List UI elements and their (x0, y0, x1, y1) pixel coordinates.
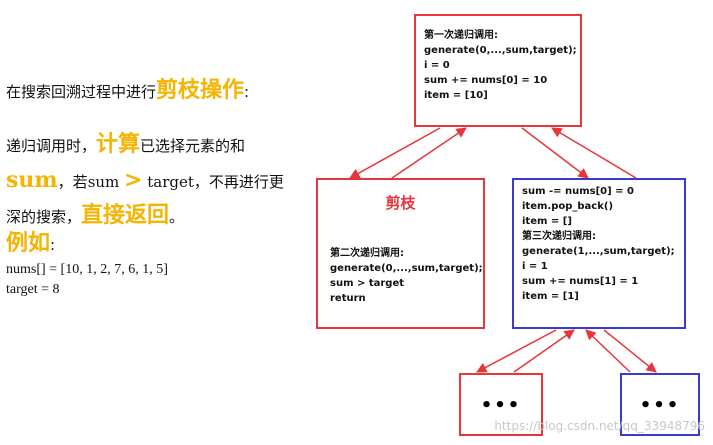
text-period: 。 (169, 208, 185, 226)
first-call-sum: sum += nums[0] = 10 (424, 75, 548, 86)
sum-emphasis: sum (6, 167, 58, 193)
first-call-box: 第一次递归调用: generate(0,...,sum,target); i =… (414, 14, 582, 127)
ellipsis-right: ••• (639, 395, 681, 416)
third-item-empty: item = [] (522, 216, 572, 227)
ellipsis-left: ••• (480, 395, 522, 416)
example-colon: : (50, 236, 56, 254)
text-deeper-search: 深的搜索， (6, 208, 82, 226)
arrow-dots-right-to-right (585, 329, 631, 373)
third-call-generate: generate(1,...,sum,target); (522, 246, 675, 257)
third-sum-minus: sum -= nums[0] = 0 (522, 186, 634, 197)
prune-box: 剪枝 第二次递归调用: generate(0,...,sum,target); … (316, 178, 485, 329)
third-call-sum: sum += nums[1] = 1 (522, 276, 639, 287)
first-call-title: 第一次递归调用: (424, 30, 498, 41)
compute-emphasis: 计算 (96, 132, 141, 157)
second-call-title: 第二次递归调用: (330, 248, 404, 259)
text-no-deeper: ，不再进行更 (193, 173, 284, 191)
arrow-right-to-dots-left (476, 329, 557, 373)
example-heading: 例如: (6, 225, 55, 257)
third-call-i: i = 1 (522, 261, 548, 272)
text-if: ，若 (57, 173, 88, 191)
second-call-generate: generate(0,...,sum,target); (330, 263, 483, 274)
first-call-item: item = [10] (424, 90, 488, 101)
explanation-paragraph: 递归调用时，计算已选择元素的和 sum，若sum > target，不再进行更 … (6, 128, 284, 234)
second-call-condition: sum > target (330, 278, 405, 289)
text-target: target (142, 173, 194, 191)
text-recursive-call: 递归调用时， (6, 137, 97, 155)
target-line: target = 8 (6, 282, 60, 297)
first-call-text: 第一次递归调用: generate(0,...,sum,target); i =… (424, 28, 577, 103)
third-call-box: sum -= nums[0] = 0 item.pop_back() item … (512, 178, 686, 329)
arrow-top-to-right (521, 127, 589, 179)
third-call-title: 第三次递归调用: (522, 231, 596, 242)
intro-line: 在搜索回溯过程中进行剪枝操作: (6, 72, 249, 104)
arrow-right-to-top (551, 127, 637, 179)
arrow-top-to-prune (349, 127, 441, 179)
pruning-emphasis: 剪枝操作 (156, 78, 245, 103)
arrow-prune-to-top (391, 127, 467, 179)
third-call-text: sum -= nums[0] = 0 item.pop_back() item … (522, 184, 675, 304)
second-call-return: return (330, 293, 366, 304)
gt-emphasis: > (124, 168, 143, 193)
text-selected-sum: 已选择元素的和 (140, 137, 246, 155)
ellipsis-box-right: ••• (620, 373, 700, 436)
prune-title: 剪枝 (385, 194, 416, 212)
first-call-generate: generate(0,...,sum,target); (424, 45, 577, 56)
return-emphasis: 直接返回 (81, 203, 170, 228)
prune-text: 第二次递归调用: generate(0,...,sum,target); sum… (330, 246, 483, 306)
nums-line: nums[] = [10, 1, 2, 7, 6, 1, 5] (6, 262, 168, 277)
ellipsis-box-left: ••• (459, 373, 543, 436)
first-call-i: i = 0 (424, 60, 450, 71)
arrow-dots-left-to-right (513, 329, 575, 373)
arrow-right-to-dots-right (603, 329, 657, 373)
third-pop-back: item.pop_back() (522, 201, 614, 212)
watermark: https://blog.csdn.net/qq_33948796 (494, 419, 705, 433)
text-sum: sum (87, 173, 125, 191)
third-call-item: item = [1] (522, 291, 579, 302)
example-code: nums[] = [10, 1, 2, 7, 6, 1, 5] target =… (6, 260, 168, 300)
intro-colon: : (244, 83, 250, 101)
intro-text: 在搜索回溯过程中进行 (6, 83, 157, 101)
example-emphasis: 例如 (6, 231, 51, 256)
